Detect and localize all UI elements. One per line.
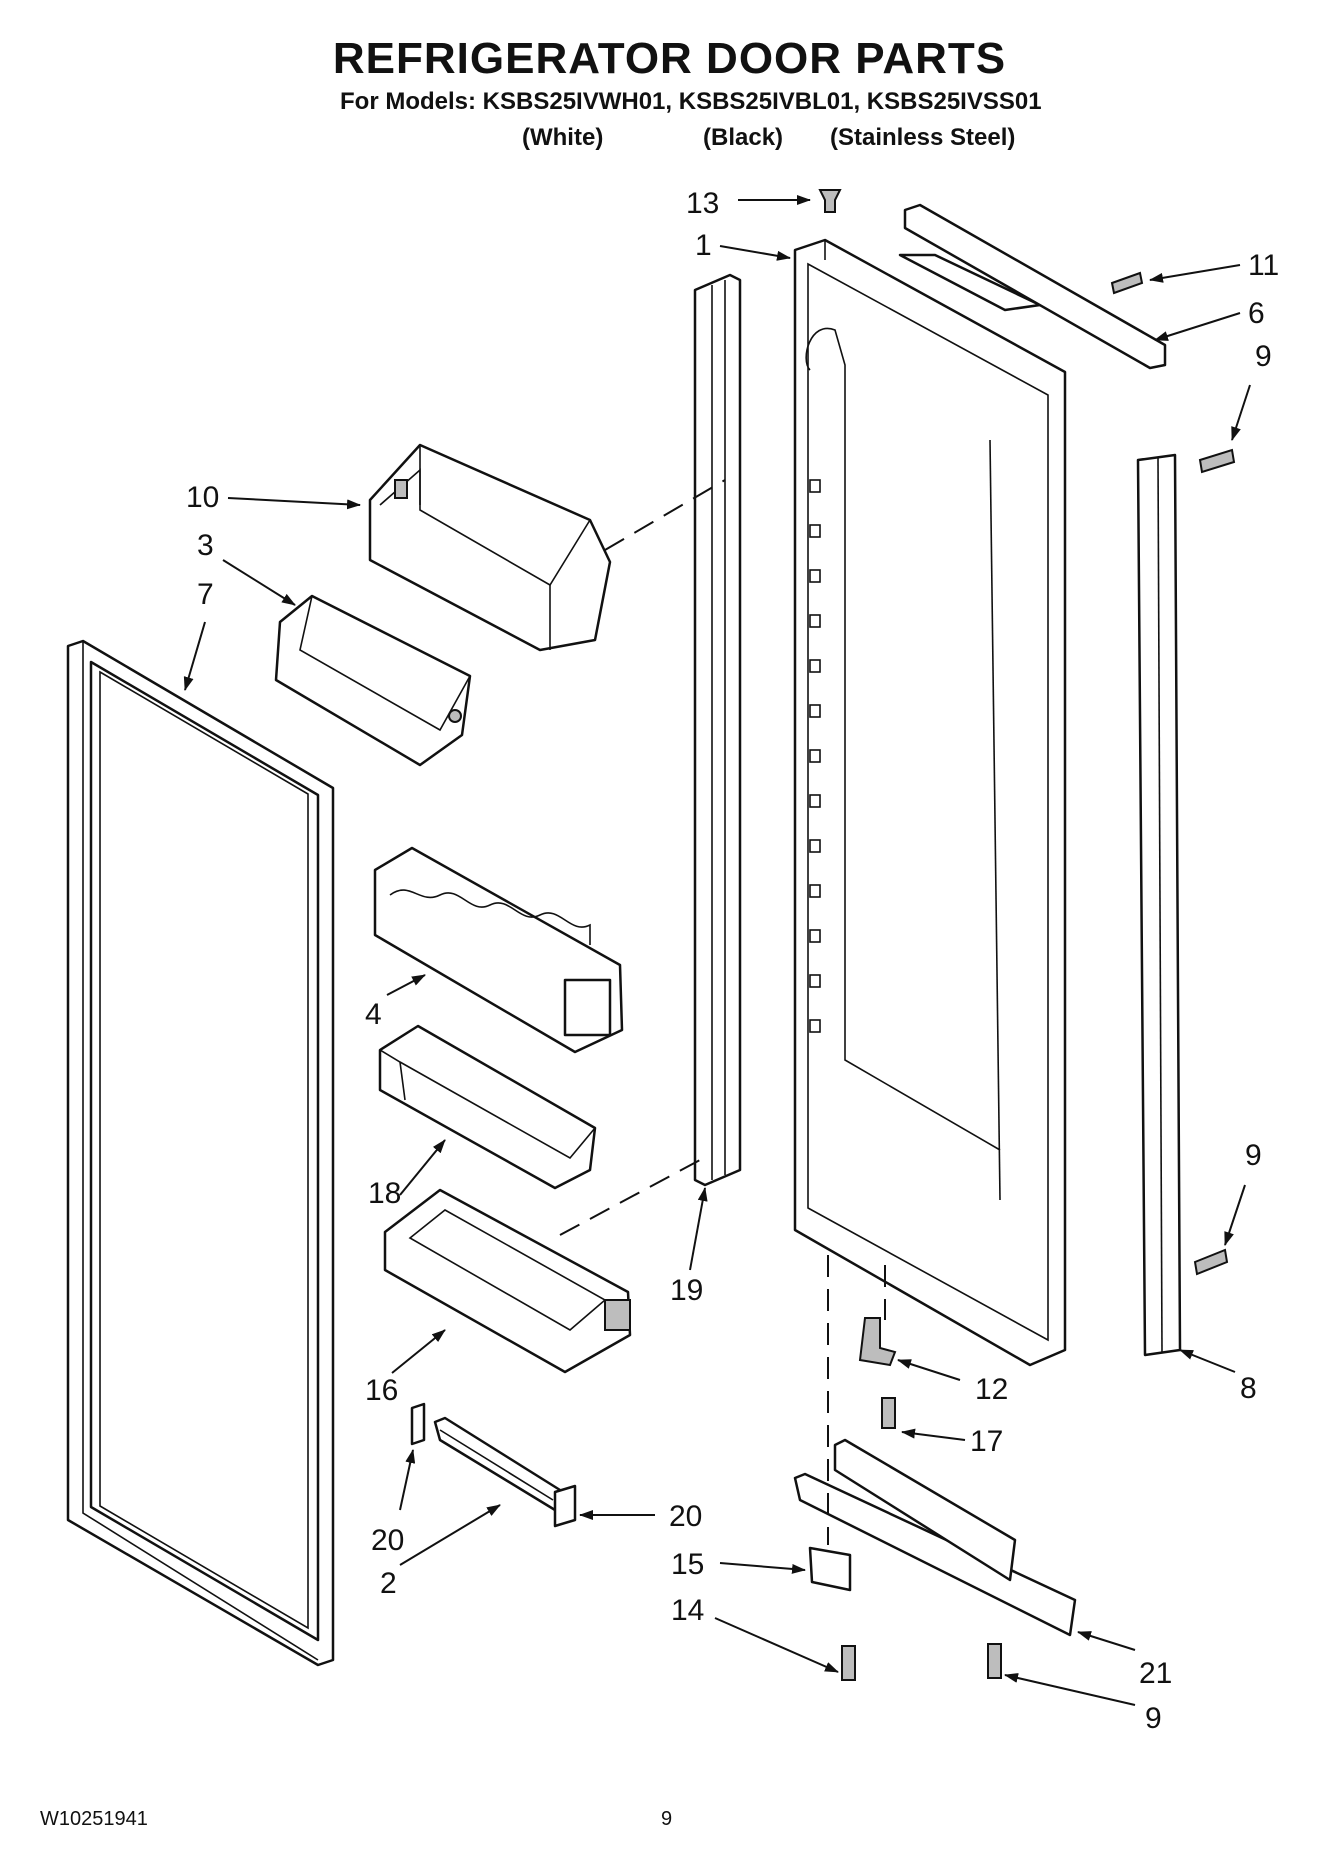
callout-9-upper: 9	[1255, 340, 1272, 373]
leader-12	[897, 1359, 961, 1381]
leader-19	[689, 1187, 708, 1271]
callout-9-lower: 9	[1145, 1702, 1162, 1735]
hinge-pin-12	[858, 1317, 897, 1367]
callout-20-left: 20	[371, 1524, 404, 1557]
callout-15: 15	[671, 1548, 704, 1581]
leader-3	[222, 559, 296, 606]
document-number: W10251941	[40, 1808, 148, 1830]
leader-4	[386, 974, 426, 996]
callout-7: 7	[197, 578, 214, 611]
leader-15	[719, 1562, 806, 1574]
gallon-bin-part	[383, 1188, 632, 1374]
screw-17	[881, 1397, 896, 1429]
screw-11	[1110, 271, 1144, 295]
callout-2: 2	[380, 1567, 397, 1600]
assembly-line-gallon-bin	[559, 1159, 701, 1236]
trim-strip-part	[410, 1402, 577, 1528]
callout-4: 4	[365, 998, 382, 1031]
door-side-trim-part	[693, 273, 742, 1187]
leader-20-left	[399, 1449, 416, 1511]
callout-20-right: 20	[669, 1500, 702, 1533]
leader-2	[399, 1504, 501, 1566]
leader-9-middle	[1224, 1184, 1246, 1246]
screw-9-lower	[987, 1643, 1002, 1679]
egg-tray-part	[373, 846, 624, 1054]
color-black-label: (Black)	[703, 124, 784, 151]
door-liner-part	[793, 238, 1067, 1367]
top-trim-part	[903, 203, 1167, 370]
callout-3: 3	[197, 529, 214, 562]
callout-14: 14	[671, 1594, 704, 1627]
leader-21	[1077, 1631, 1136, 1651]
screw-13	[818, 189, 842, 213]
callout-18: 18	[368, 1177, 401, 1210]
leader-10	[227, 497, 361, 510]
leader-18	[399, 1139, 446, 1196]
leader-9-upper	[1231, 384, 1251, 441]
leader-14	[714, 1617, 839, 1673]
callout-13: 13	[686, 187, 719, 220]
callout-21: 21	[1139, 1657, 1172, 1690]
leader-9-lower	[1004, 1673, 1136, 1706]
leader-7	[183, 621, 206, 691]
assembly-line-bin	[604, 479, 726, 551]
compartment-door-part	[274, 594, 472, 767]
screw-14	[841, 1645, 856, 1681]
screw-9-middle	[1193, 1248, 1229, 1276]
callout-11: 11	[1248, 249, 1279, 282]
callout-10: 10	[186, 481, 219, 514]
leader-6	[1154, 312, 1241, 341]
lower-hinge-21	[793, 1438, 1077, 1637]
leader-17	[901, 1428, 966, 1441]
upper-door-bin-part	[368, 443, 612, 652]
callout-17: 17	[970, 1425, 1003, 1458]
callout-9-middle: 9	[1245, 1139, 1262, 1172]
page-number: 9	[661, 1808, 673, 1830]
leader-8	[1179, 1349, 1236, 1373]
page-title: REFRIGERATOR DOOR PARTS	[332, 34, 1007, 83]
leader-16	[391, 1329, 446, 1374]
model-list: For Models: KSBS25IVWH01, KSBS25IVBL01, …	[340, 88, 1042, 115]
callout-8: 8	[1240, 1372, 1257, 1405]
leader-11	[1149, 264, 1241, 283]
leader-1	[719, 245, 791, 261]
callout-19: 19	[670, 1274, 703, 1307]
color-white-label: (White)	[522, 124, 604, 151]
callout-6: 6	[1248, 297, 1265, 330]
callout-1: 1	[695, 229, 712, 262]
color-stainless-label: (Stainless Steel)	[830, 124, 1016, 151]
callout-16: 16	[365, 1374, 398, 1407]
door-gasket-part	[66, 639, 335, 1667]
hinge-bracket-15	[808, 1546, 852, 1592]
hinge-side-trim-part	[1136, 453, 1182, 1357]
callout-12: 12	[975, 1373, 1008, 1406]
door-bin-small-part	[378, 1024, 597, 1190]
screw-9-upper	[1198, 448, 1236, 474]
